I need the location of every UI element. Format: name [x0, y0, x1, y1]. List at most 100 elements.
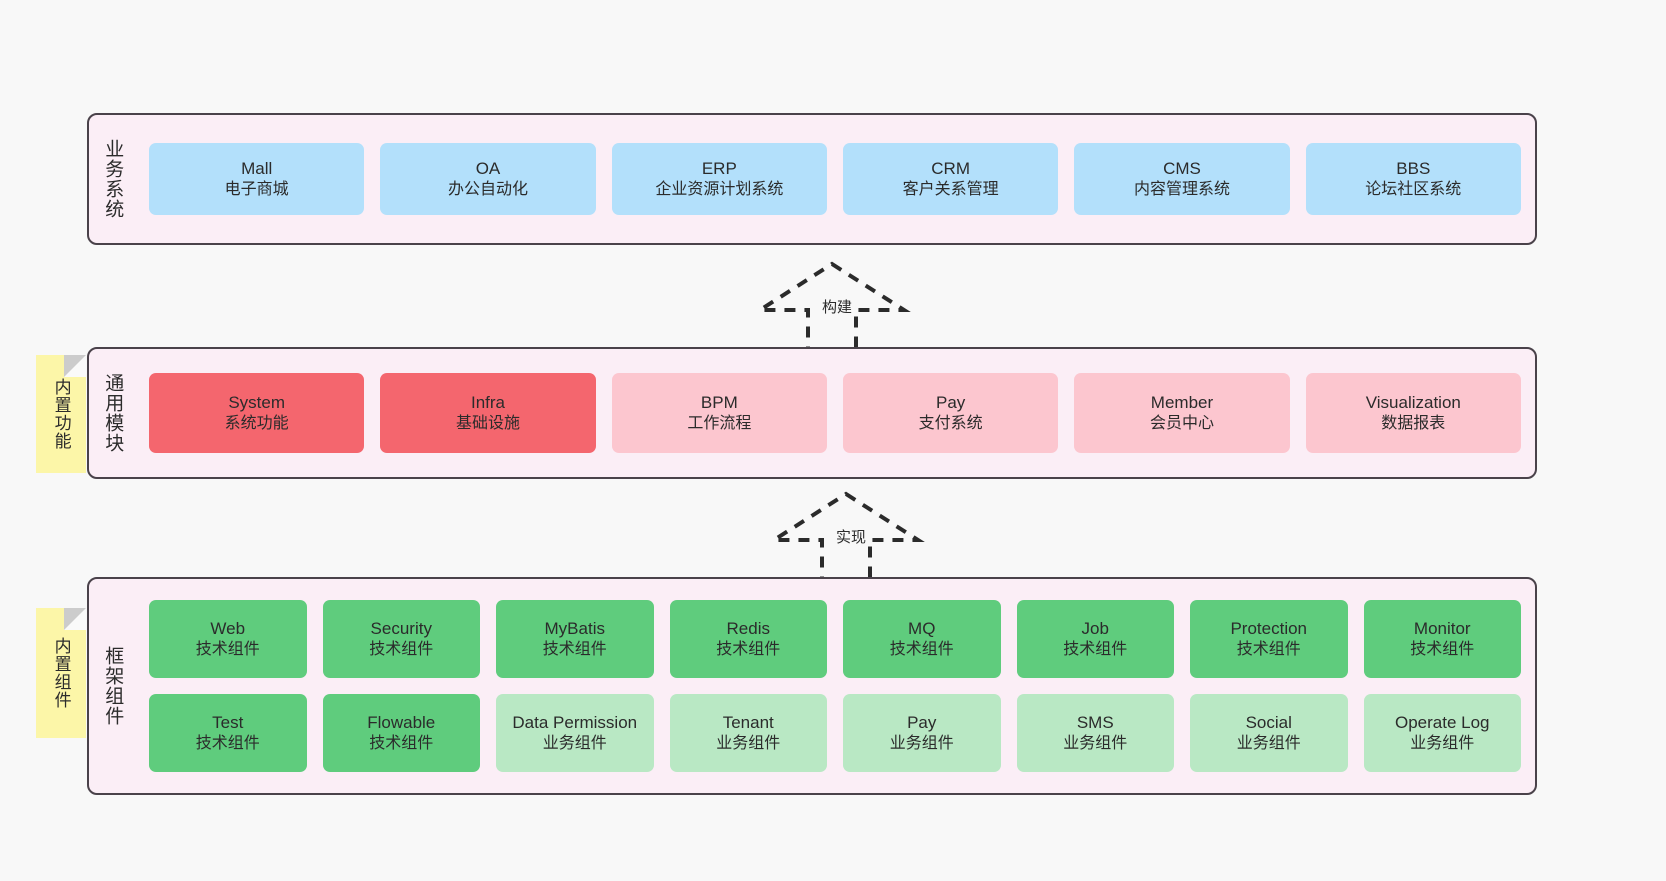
card-subtitle: 客户关系管理 [902, 180, 999, 198]
card-row: System 系统功能 Infra 基础设施 BPM 工作流程 Pay 支付系统… [149, 373, 1521, 453]
layer-title-framework-component: 框架组件 [102, 646, 124, 726]
card-subtitle: 业务组件 [889, 734, 954, 752]
connector-realize: 实现 [766, 488, 926, 585]
sticky-note-builtin-features: 内置功能 [36, 355, 86, 473]
card-bpm[interactable]: BPM 工作流程 [611, 373, 827, 453]
card-title: Operate Log [1394, 712, 1490, 732]
card-title: Infra [470, 392, 505, 412]
card-cms[interactable]: CMS 内容管理系统 [1074, 143, 1290, 215]
card-grid-business-system: Mall 电子商城 OA 办公自动化 ERP 企业资源计划系统 CRM 客户关系… [135, 115, 1535, 243]
card-title: Monitor [1413, 618, 1471, 638]
card-protection[interactable]: Protection 技术组件 [1190, 600, 1348, 678]
card-title: BBS [1396, 158, 1431, 178]
card-title: Data Permission [512, 712, 638, 732]
card-visualization[interactable]: Visualization 数据报表 [1305, 373, 1521, 453]
card-title: MQ [908, 618, 936, 638]
card-subtitle: 会员中心 [1149, 414, 1214, 432]
card-job[interactable]: Job 技术组件 [1016, 600, 1174, 678]
card-title: Tenant [722, 712, 774, 732]
card-grid-common-module: System 系统功能 Infra 基础设施 BPM 工作流程 Pay 支付系统… [135, 349, 1535, 477]
card-title: Social [1245, 712, 1292, 732]
card-operate-log[interactable]: Operate Log 业务组件 [1363, 694, 1521, 772]
connector-build: 构建 [752, 258, 912, 355]
card-title: System [228, 392, 285, 412]
sticky-note-builtin-components: 内置组件 [36, 608, 86, 738]
card-web[interactable]: Web 技术组件 [149, 600, 307, 678]
card-oa[interactable]: OA 办公自动化 [380, 143, 596, 215]
card-subtitle: 业务组件 [716, 734, 781, 752]
card-subtitle: 技术组件 [369, 734, 434, 752]
card-subtitle: 业务组件 [1063, 734, 1128, 752]
card-subtitle: 技术组件 [195, 640, 260, 658]
card-system[interactable]: System 系统功能 [149, 373, 365, 453]
card-redis[interactable]: Redis 技术组件 [669, 600, 827, 678]
card-subtitle: 支付系统 [918, 414, 983, 432]
card-subtitle: 技术组件 [1410, 640, 1475, 658]
card-title: ERP [701, 158, 737, 178]
card-member[interactable]: Member 会员中心 [1074, 373, 1290, 453]
card-title: Web [210, 618, 246, 638]
card-subtitle: 技术组件 [369, 640, 434, 658]
card-subtitle: 办公自动化 [447, 180, 528, 198]
card-pay-business[interactable]: Pay 业务组件 [843, 694, 1001, 772]
card-row: Test 技术组件 Flowable 技术组件 Data Permission … [149, 694, 1521, 772]
card-tenant[interactable]: Tenant 业务组件 [669, 694, 827, 772]
card-subtitle: 内容管理系统 [1133, 180, 1230, 198]
card-subtitle: 业务组件 [1236, 734, 1301, 752]
card-subtitle: 业务组件 [542, 734, 607, 752]
card-title: Pay [936, 392, 966, 412]
card-title: Member [1150, 392, 1214, 412]
card-bbs[interactable]: BBS 论坛社区系统 [1305, 143, 1521, 215]
card-subtitle: 系统功能 [224, 414, 289, 432]
card-title: OA [475, 158, 501, 178]
card-title: Redis [726, 618, 770, 638]
card-subtitle: 基础设施 [455, 414, 520, 432]
card-subtitle: 技术组件 [1236, 640, 1301, 658]
layer-business-system: 业务系统 Mall 电子商城 OA 办公自动化 ERP 企业资源计划系统 CRM… [87, 113, 1537, 245]
layer-title-common-module: 通用模块 [102, 373, 124, 453]
card-subtitle: 技术组件 [542, 640, 607, 658]
connector-realize-label: 实现 [834, 526, 869, 547]
card-crm[interactable]: CRM 客户关系管理 [842, 143, 1059, 215]
card-subtitle: 数据报表 [1381, 414, 1446, 432]
card-title: Pay [907, 712, 937, 732]
card-row: Mall 电子商城 OA 办公自动化 ERP 企业资源计划系统 CRM 客户关系… [149, 143, 1521, 215]
card-title: Job [1081, 618, 1109, 638]
card-mq[interactable]: MQ 技术组件 [843, 600, 1001, 678]
card-title: Test [212, 712, 244, 732]
card-title: CMS [1163, 158, 1201, 178]
card-sms[interactable]: SMS 业务组件 [1016, 694, 1174, 772]
card-subtitle: 论坛社区系统 [1365, 180, 1462, 198]
card-row: Web 技术组件 Security 技术组件 MyBatis 技术组件 Redi… [149, 600, 1521, 678]
card-subtitle: 技术组件 [716, 640, 781, 658]
card-title: Protection [1230, 618, 1308, 638]
card-test[interactable]: Test 技术组件 [149, 694, 307, 772]
card-flowable[interactable]: Flowable 技术组件 [322, 694, 480, 772]
card-title: Mall [241, 158, 273, 178]
card-title: BPM [700, 392, 738, 412]
card-title: CRM [931, 158, 970, 178]
card-subtitle: 业务组件 [1410, 734, 1475, 752]
card-data-permission[interactable]: Data Permission 业务组件 [496, 694, 654, 772]
card-mall[interactable]: Mall 电子商城 [149, 143, 365, 215]
layer-title-business-system: 业务系统 [102, 139, 124, 219]
card-social[interactable]: Social 业务组件 [1190, 694, 1348, 772]
sticky-note-label: 内置功能 [51, 378, 71, 450]
connector-build-label: 构建 [820, 296, 855, 317]
card-subtitle: 技术组件 [1063, 640, 1128, 658]
card-title: Visualization [1365, 392, 1461, 412]
card-title: Security [370, 618, 432, 638]
card-infra[interactable]: Infra 基础设施 [380, 373, 596, 453]
card-monitor[interactable]: Monitor 技术组件 [1363, 600, 1521, 678]
card-title: Flowable [367, 712, 436, 732]
card-subtitle: 技术组件 [889, 640, 954, 658]
card-grid-framework-component: Web 技术组件 Security 技术组件 MyBatis 技术组件 Redi… [135, 579, 1535, 793]
card-subtitle: 电子商城 [224, 180, 289, 198]
card-subtitle: 工作流程 [687, 414, 752, 432]
card-pay[interactable]: Pay 支付系统 [842, 373, 1059, 453]
card-title: SMS [1076, 712, 1114, 732]
card-security[interactable]: Security 技术组件 [322, 600, 480, 678]
card-erp[interactable]: ERP 企业资源计划系统 [611, 143, 827, 215]
card-mybatis[interactable]: MyBatis 技术组件 [496, 600, 654, 678]
